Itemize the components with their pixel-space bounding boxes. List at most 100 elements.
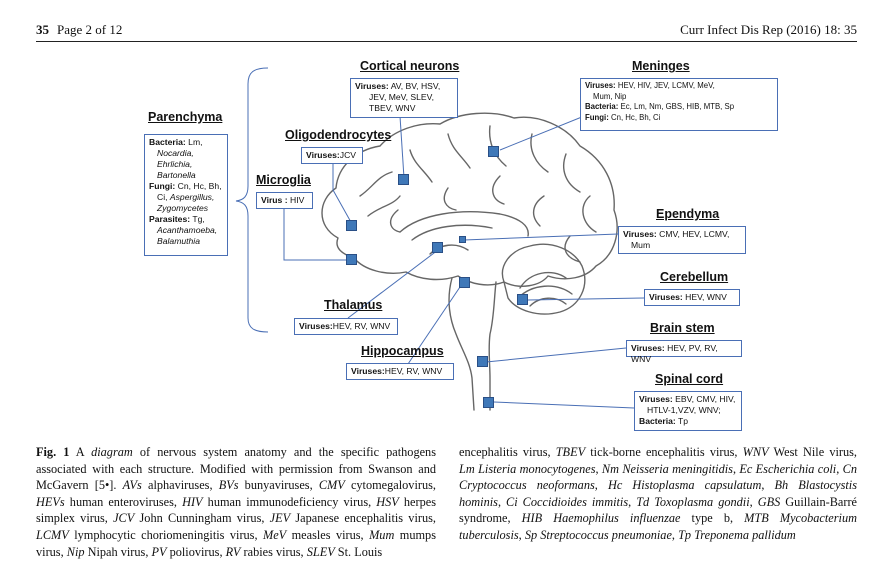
microglia-box: Virus : HIV [256, 192, 313, 209]
parenchyma-bacteria-item: Nocardia, [157, 148, 194, 158]
cortical-neurons-line: AV, BV, HSV, [390, 81, 441, 91]
caption-abbreviation: JEV [269, 511, 291, 526]
meninges-title: Meninges [632, 59, 690, 73]
brainstem-outline [448, 277, 497, 411]
caption-abbreviation: MTB Mycobacterium tuberculosis [459, 511, 857, 542]
caption-intro-rest: of nervous system anatomy and the specif… [36, 445, 436, 493]
page-header-left: 35 Page 2 of 12 [36, 22, 122, 38]
brain-stem-box: Viruses: HEV, PV, RV, WNV [626, 340, 742, 364]
marker-cortical [398, 174, 409, 185]
thalamus-title: Thalamus [324, 298, 383, 312]
spinal-cord-bacteria-label: Bacteria: [639, 416, 676, 426]
caption-abbreviation: Ec Escherichia coli [739, 461, 837, 476]
thalamus-values: HEV, RV, WNV [332, 321, 391, 331]
oligodendrocytes-values: JCV [339, 150, 357, 160]
figure-caption-col2: encephalitis virus, TBEV tick-borne ence… [459, 444, 857, 544]
journal-citation: Curr Infect Dis Rep (2016) 18: 35 [680, 22, 857, 37]
caption-abbreviation: WNV [742, 445, 769, 459]
meninges-viruses-label: Viruses: [585, 81, 616, 90]
page-label: Page 2 of 12 [57, 22, 123, 37]
ependyma-label: Viruses: [623, 229, 657, 239]
cerebellum-label: Viruses: [649, 292, 683, 302]
marker-hippocampus [459, 277, 470, 288]
microglia-label: Virus : [261, 195, 288, 205]
caption-definition: , [749, 494, 758, 509]
meninges-viruses-line: HEV, HIV, JEV, LCMV, MeV, [617, 81, 715, 90]
caption-abbreviation: Cn Cryptococcus neoformans [459, 461, 857, 493]
caption-definition: Japanese encephalitis virus, [290, 511, 436, 526]
parenchyma-parasites-label: Parasites: [149, 214, 191, 224]
caption-definition: , [761, 478, 775, 493]
marker-microglia [346, 254, 357, 265]
caption-abbreviation: AVs [122, 478, 142, 493]
caption-abbreviation: LCMV [36, 527, 69, 542]
meninges-box: Viruses: HEV, HIV, JEV, LCMV, MeV, Mum, … [580, 78, 778, 131]
caption-abbreviation: Tp Treponema pallidum [678, 527, 796, 542]
caption-abbreviation: Td Toxoplasma gondii [636, 494, 750, 509]
header-rule [36, 41, 857, 42]
cerebellum-values: HEV, WNV [685, 292, 727, 302]
caption-abbreviation: GBS [757, 494, 781, 509]
caption-definition: , [628, 494, 637, 509]
spinal-cord-viruses-label: Viruses: [639, 394, 673, 404]
connector-thalamus [347, 249, 439, 319]
cerebellum-outline [501, 243, 586, 315]
caption-definition: , [497, 494, 507, 509]
spinal-cord-line: EBV, CMV, HIV, [675, 394, 736, 404]
caption-abbreviation: HSV [376, 494, 399, 509]
caption-abbreviation: HIV [182, 494, 203, 509]
meninges-bacteria-values: Ec, Lm, Nm, GBS, HIB, MTB, Sp [620, 102, 735, 112]
parenchyma-bacteria-label: Bacteria: [149, 137, 186, 147]
marker-thalamus [432, 242, 443, 253]
caption-definition: rabies virus, [240, 544, 307, 559]
connector-spinal [493, 401, 635, 409]
cortical-neurons-label: Viruses: [355, 81, 389, 91]
marker-brainstem [477, 356, 488, 367]
parenchyma-bacteria-first: Lm, [188, 137, 203, 147]
page-header: 35 Page 2 of 12 Curr Infect Dis Rep (2016… [36, 22, 857, 40]
caption-definition: , [671, 527, 679, 542]
cerebrum-outline [321, 112, 618, 287]
parenchyma-parasites-first: Tg, [192, 214, 205, 224]
hippocampus-box: Viruses:HEV, RV, WNV [346, 363, 454, 380]
marker-cerebellum [517, 294, 528, 305]
caption-definition: mumps virus, [36, 527, 436, 559]
caption-abbreviation: Hc Histoplasma capsulatum [607, 478, 762, 493]
caption-abbreviation: BVs [218, 478, 239, 493]
cerebellum-box: Viruses: HEV, WNV [644, 289, 740, 306]
cortical-neurons-box: Viruses: AV, BV, HSV, JEV, MeV, SLEV, TB… [350, 78, 458, 118]
parenchyma-parasites-item: Acanthamoeba, [157, 225, 218, 235]
caption-definition: herpes simplex virus, [36, 494, 436, 526]
ependyma-title: Ependyma [656, 207, 720, 221]
connector-brainstem [485, 347, 627, 363]
caption-definition: , [594, 478, 608, 493]
caption-definition: , [518, 527, 525, 542]
spinal-cord-bacteria-values: Tp [678, 416, 689, 426]
parenchyma-box: Bacteria: Lm, Nocardia, Ehrlichia, Barto… [144, 134, 228, 256]
meninges-bacteria-label: Bacteria: [585, 102, 619, 112]
cortical-neurons-title: Cortical neurons [360, 59, 460, 73]
connector-hippocampus [407, 283, 463, 365]
caption-abbreviation: JCV [113, 511, 135, 526]
caption-definition: human enteroviruses, [64, 494, 183, 509]
microglia-values: HIV [289, 195, 305, 205]
hippocampus-values: HEV, RV, WNV [384, 366, 443, 376]
caption-definition: , [732, 461, 740, 476]
caption-abbreviations-col2: TBEV tick-borne encephalitis virus, WNV … [459, 445, 857, 542]
oligodendrocytes-box: Viruses:JCV [301, 147, 363, 164]
caption-definition: , [595, 461, 602, 476]
page-number: 35 [36, 22, 49, 37]
caption-definition: measles virus, [286, 527, 370, 542]
caption-abbreviation: Lm Listeria monocytogenes [459, 461, 596, 476]
caption-abbreviation: Sp Streptococcus pneumoniae [524, 527, 672, 542]
caption-abbreviation: CMV [318, 478, 345, 493]
marker-ependyma [459, 236, 466, 243]
parenchyma-bracket [235, 67, 269, 333]
caption-abbreviation: HEVs [36, 494, 65, 509]
caption-abbreviation: Ci Coccidioides immitis [506, 494, 629, 509]
ependyma-box: Viruses: CMV, HEV, LCMV, Mum [618, 226, 746, 254]
ependyma-line: CMV, HEV, LCMV, [659, 229, 730, 239]
caption-abbreviation: Nip [66, 544, 85, 559]
figure-caption-col1: Fig. 1 A diagram of nervous system anato… [36, 444, 436, 560]
caption-intro: A [75, 445, 92, 459]
